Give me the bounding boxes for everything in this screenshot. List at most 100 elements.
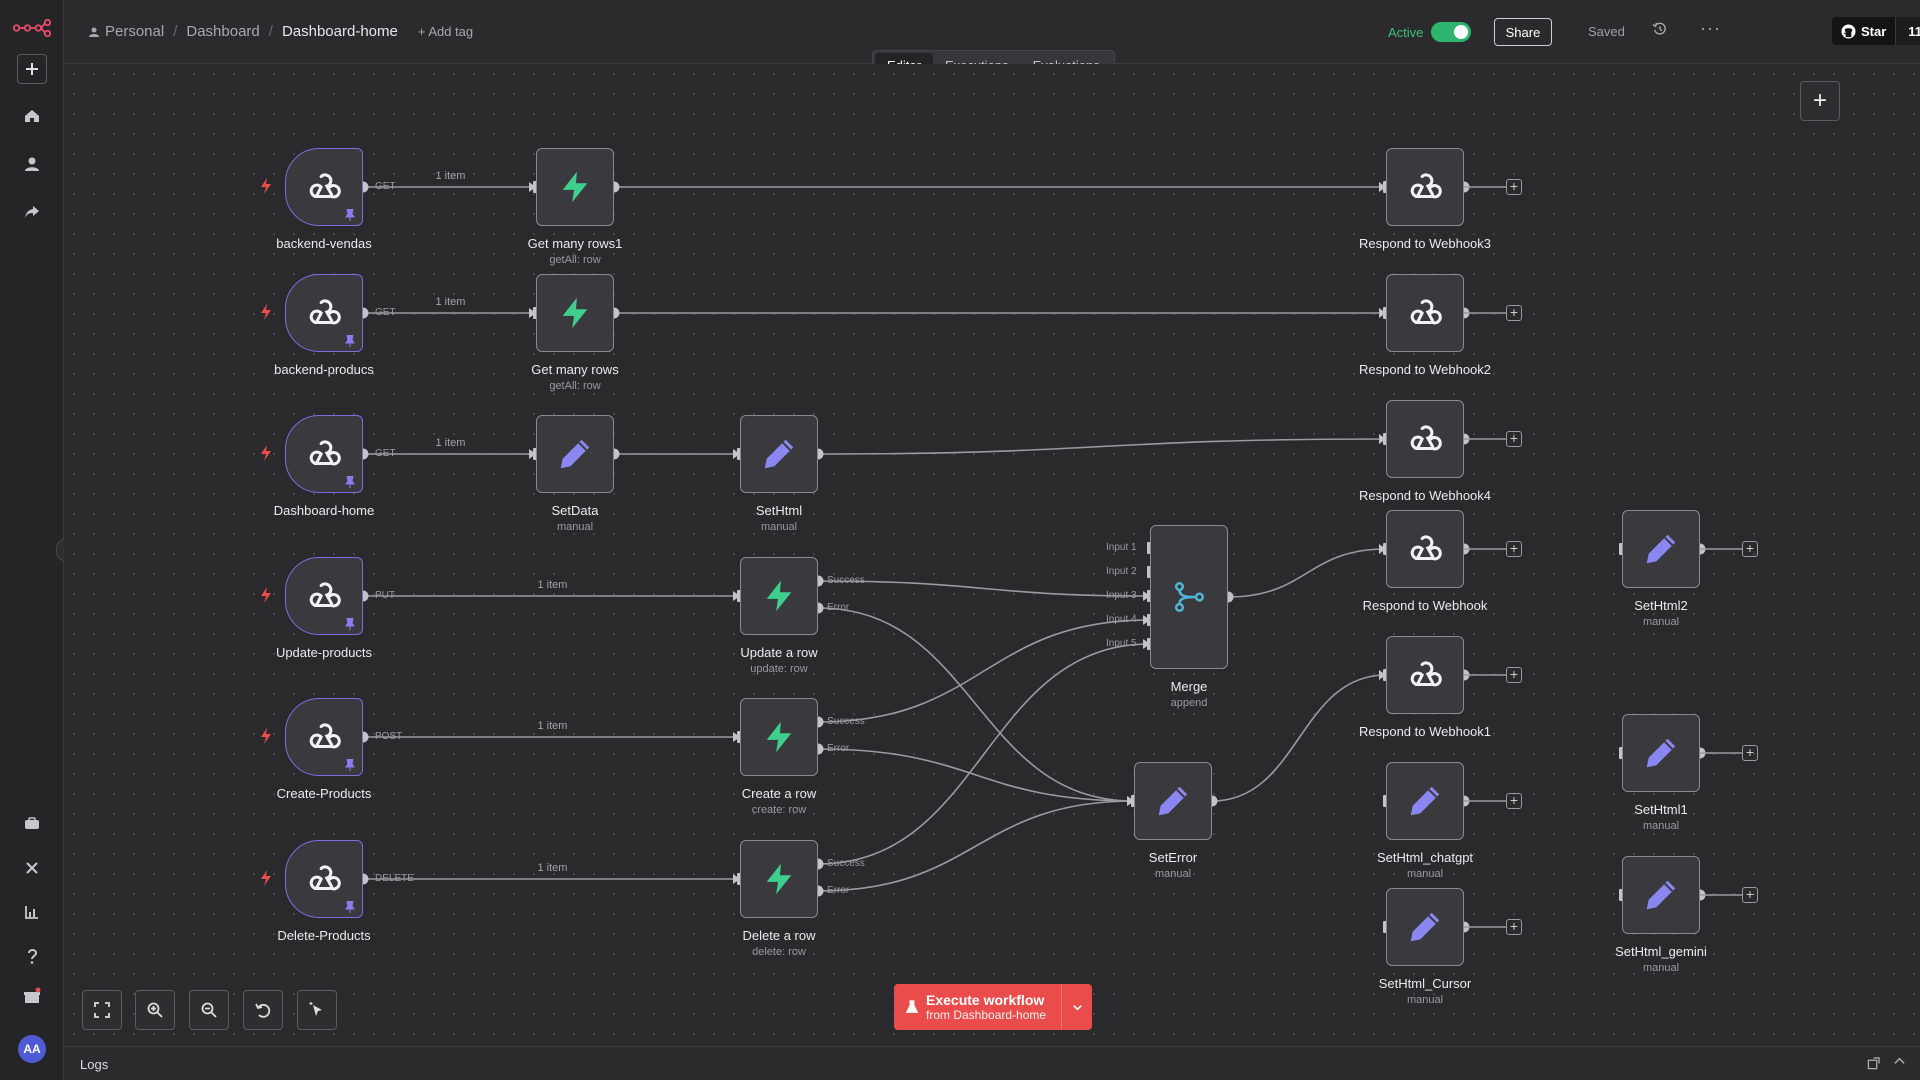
error-connection[interactable] xyxy=(817,607,1135,802)
connection-line[interactable] xyxy=(1211,674,1387,802)
node-label: Update-products xyxy=(275,645,373,660)
node-sethtml[interactable] xyxy=(740,415,818,493)
logs-expand-button[interactable] xyxy=(1893,1055,1906,1071)
execute-workflow-sublabel: from Dashboard-home xyxy=(926,1008,1047,1022)
node-respond3[interactable] xyxy=(1386,148,1464,226)
connection-arrow xyxy=(1143,591,1150,601)
add-connection-button[interactable]: + xyxy=(1506,541,1522,557)
node-respond2[interactable] xyxy=(1386,274,1464,352)
cursor-sparkle-icon xyxy=(309,1002,322,1016)
webhook-icon xyxy=(309,865,341,891)
node-sethtml-gemini[interactable] xyxy=(1622,856,1700,934)
add-tag-button[interactable]: + Add tag xyxy=(417,24,474,39)
success-connection[interactable] xyxy=(817,643,1151,865)
breadcrumb-personal[interactable]: Personal xyxy=(105,23,165,40)
share-button[interactable]: Share xyxy=(1494,18,1552,46)
trigger-bolt-icon xyxy=(259,178,273,194)
more-options-button[interactable]: ··· xyxy=(1700,18,1721,38)
zoom-out-button[interactable] xyxy=(189,990,229,1030)
chevron-up-icon xyxy=(1894,1057,1905,1064)
sidebar-item-help[interactable] xyxy=(16,940,48,972)
node-sethtml1[interactable] xyxy=(1622,714,1700,792)
node-sethtml2[interactable] xyxy=(1622,510,1700,588)
workflow-name[interactable]: Dashboard-home xyxy=(281,23,398,40)
sidebar-item-variables[interactable] xyxy=(16,852,48,884)
gift-icon xyxy=(24,987,41,1003)
node-update-row[interactable] xyxy=(740,557,818,635)
logs-popout-button[interactable] xyxy=(1867,1057,1880,1075)
n8n-logo[interactable] xyxy=(10,12,54,44)
supabase-icon xyxy=(562,171,588,203)
chevron-down-icon xyxy=(1072,1004,1082,1011)
node-label: Respond to Webhook2 xyxy=(1358,362,1492,377)
error-connection[interactable] xyxy=(817,748,1135,802)
github-star[interactable]: Star xyxy=(1832,17,1896,45)
sidebar-item-whats-new[interactable] xyxy=(16,980,48,1012)
zoom-in-button[interactable] xyxy=(135,990,175,1030)
node-subtitle: delete: row xyxy=(752,946,806,958)
node-seterror[interactable] xyxy=(1134,762,1212,840)
connection-line[interactable] xyxy=(1227,548,1387,598)
breadcrumb-dashboard[interactable]: Dashboard xyxy=(186,23,260,40)
node-label: backend-vendas xyxy=(276,236,372,251)
add-connection-button[interactable]: + xyxy=(1506,793,1522,809)
node-sethtml-cursor[interactable] xyxy=(1386,888,1464,966)
sidebar-item-templates[interactable] xyxy=(16,808,48,840)
github-star-button[interactable]: Star 113,969 xyxy=(1832,17,1920,45)
node-label: SetHtml2 xyxy=(1634,598,1688,613)
add-connection-button[interactable]: + xyxy=(1506,179,1522,195)
node-subtitle: getAll: row xyxy=(549,254,601,266)
node-subtitle: manual xyxy=(556,521,594,533)
tidy-up-button[interactable] xyxy=(297,990,337,1030)
sidebar-item-shared[interactable] xyxy=(16,196,48,228)
sidebar-add-button[interactable] xyxy=(17,54,47,84)
sidebar-item-insights[interactable] xyxy=(16,896,48,928)
node-respond1[interactable] xyxy=(1386,636,1464,714)
active-toggle[interactable] xyxy=(1431,22,1472,42)
add-connection-button[interactable]: + xyxy=(1506,919,1522,935)
logs-panel[interactable]: Logs xyxy=(64,1046,1920,1080)
add-connection-button[interactable]: + xyxy=(1506,431,1522,447)
execute-workflow-button[interactable]: Execute workflow from Dashboard-home xyxy=(894,984,1092,1030)
item-count-label: 1 item xyxy=(537,579,568,591)
fit-view-button[interactable] xyxy=(82,990,122,1030)
success-connection[interactable] xyxy=(817,580,1151,597)
add-connection-button[interactable]: + xyxy=(1742,541,1758,557)
node-setdata[interactable] xyxy=(536,415,614,493)
webhook-icon xyxy=(309,299,341,325)
node-respond4[interactable] xyxy=(1386,400,1464,478)
reset-zoom-button[interactable] xyxy=(243,990,283,1030)
node-create-row[interactable] xyxy=(740,698,818,776)
connection-arrow xyxy=(529,449,536,459)
history-button[interactable] xyxy=(1652,21,1668,42)
node-label: backend-producs xyxy=(274,362,374,377)
connection-arrow xyxy=(1379,182,1386,192)
node-get-many-rows[interactable] xyxy=(536,274,614,352)
node-merge[interactable] xyxy=(1150,525,1228,669)
history-icon xyxy=(1652,22,1666,35)
sidebar-item-personal[interactable] xyxy=(16,148,48,180)
connection-line[interactable] xyxy=(817,438,1387,455)
success-connection[interactable] xyxy=(817,619,1151,723)
trigger-bolt-icon xyxy=(259,304,273,320)
error-label: Error xyxy=(827,743,850,754)
node-sethtml-chatgpt[interactable] xyxy=(1386,762,1464,840)
node-get-many-rows1[interactable] xyxy=(536,148,614,226)
add-connection-button[interactable]: + xyxy=(1742,887,1758,903)
node-backend-vendas[interactable] xyxy=(285,148,363,226)
add-connection-button[interactable]: + xyxy=(1742,745,1758,761)
add-node-button[interactable]: + xyxy=(1800,81,1840,121)
merge-input-label: Input 2 xyxy=(1106,566,1137,577)
node-delete-row[interactable] xyxy=(740,840,818,918)
pencil-icon xyxy=(1646,880,1676,910)
sidebar-item-home[interactable] xyxy=(16,100,48,132)
add-connection-button[interactable]: + xyxy=(1506,305,1522,321)
node-respond[interactable] xyxy=(1386,510,1464,588)
connection-arrow xyxy=(733,449,740,459)
avatar[interactable]: AA xyxy=(18,1035,46,1063)
add-connection-button[interactable]: + xyxy=(1506,667,1522,683)
webhook-icon xyxy=(1410,173,1442,199)
error-connection[interactable] xyxy=(817,800,1135,892)
execute-options-dropdown[interactable] xyxy=(1061,984,1092,1030)
